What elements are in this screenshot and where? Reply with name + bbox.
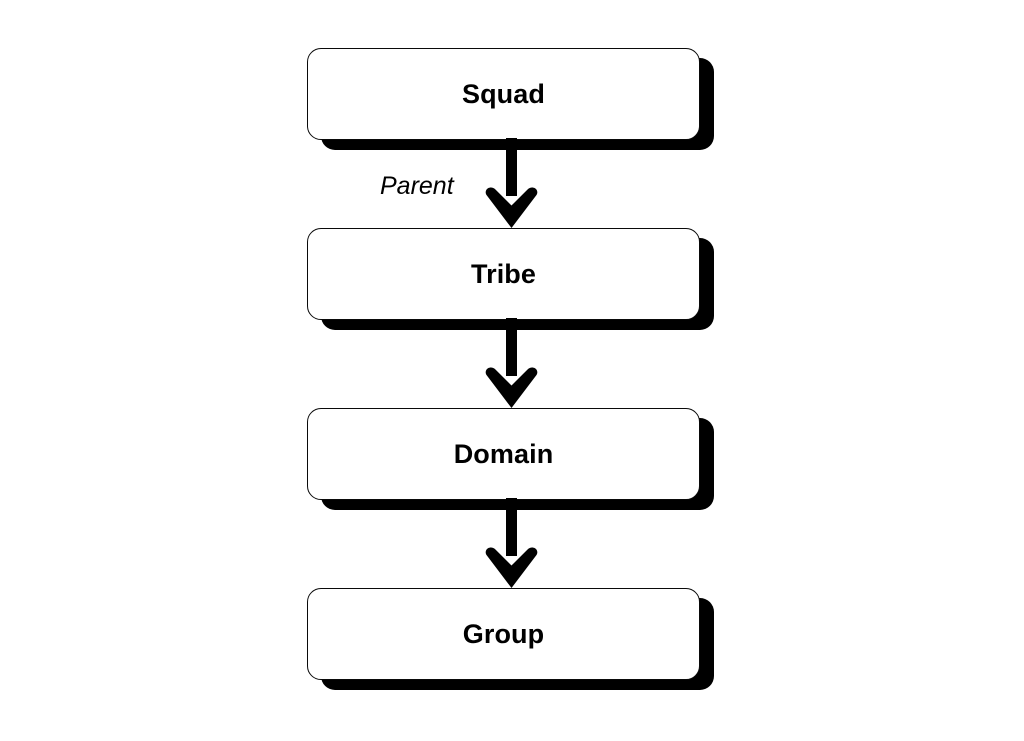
node-domain[interactable]: Domain (307, 408, 700, 500)
arrow-head-icon (485, 547, 538, 588)
arrow-shaft-icon (506, 318, 517, 376)
edge-squad-to-tribe (481, 138, 543, 230)
arrow-head-icon (485, 367, 538, 408)
arrow-head-icon (485, 187, 538, 228)
node-label-tribe: Tribe (470, 258, 537, 289)
edge-tribe-to-domain (481, 318, 543, 410)
node-label-group: Group (462, 618, 545, 649)
node-label-squad: Squad (461, 78, 545, 109)
node-tribe[interactable]: Tribe (307, 228, 700, 320)
node-label-domain: Domain (453, 438, 554, 469)
arrow-shaft-icon (506, 498, 517, 556)
edge-label-parent: Parent (380, 172, 454, 200)
node-squad[interactable]: Squad (307, 48, 700, 140)
edge-domain-to-group (481, 498, 543, 590)
arrow-shaft-icon (506, 138, 517, 196)
node-group[interactable]: Group (307, 588, 700, 680)
